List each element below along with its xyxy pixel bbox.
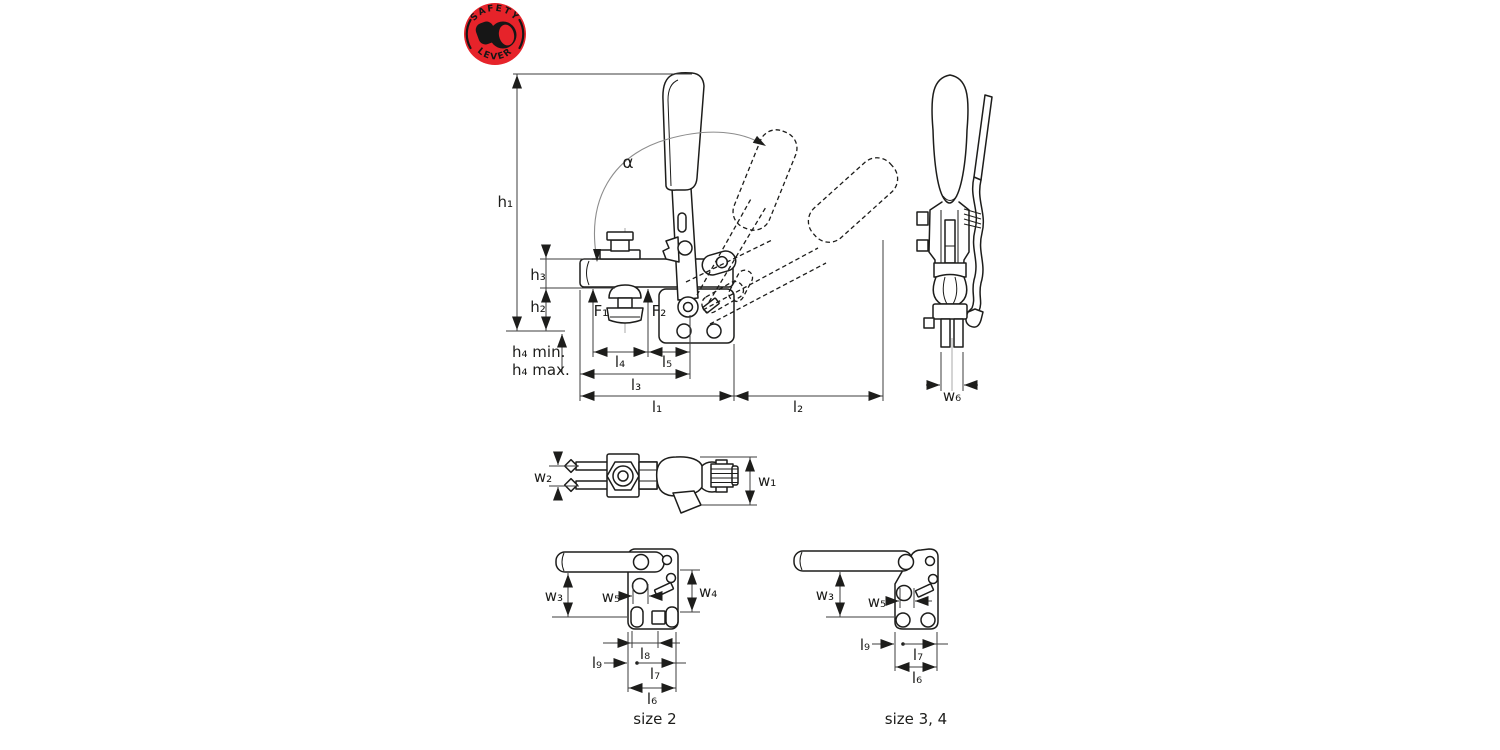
dim-label-f2: F₂ [652,302,667,320]
top-mid-bars-shape [638,461,658,490]
spring-shape [963,208,982,229]
dim-label-w6: w₆ [943,387,961,405]
dim-label-s2-l7: l₇ [650,665,660,683]
handle-open-position-2 [685,157,899,325]
dim-label-l3: l₃ [631,376,641,394]
dashed-link-shapes [701,269,754,314]
size2-holes [630,553,679,628]
spindle-foot-shape [606,284,644,324]
size2-dim-w4 [680,569,700,613]
size2-dim-w3 [552,573,627,618]
front-grip-shape [931,74,969,204]
badge-left-arc [465,18,472,50]
dim-label-h1: h₁ [497,193,513,211]
force-arrows [588,289,653,303]
safety-tab-shape [672,490,702,514]
safety-lever-badge: SAFETY LEVER [464,3,526,65]
top-view: w₂ w₁ [534,451,776,514]
badge-bottom-label: LEVER [475,46,515,62]
main-extension-lines [506,73,884,401]
dim-label-s2-l6: l₆ [647,690,657,708]
dim-label-s2-w4: w₄ [699,583,717,601]
size34-arm-shape [793,550,913,572]
handle-open-position-1 [696,129,798,303]
dim-label-f1: F₁ [594,302,609,320]
lever-strap-shape [662,187,699,301]
alpha-arc [593,131,766,262]
dim-label-l5: l₅ [662,353,672,371]
dim-label-s2-w3: w₃ [545,587,563,605]
size34-dim-w5 [885,588,932,608]
dim-w6 [926,338,978,391]
dim-label-h4-max: h₄ max. [512,361,570,379]
front-view: w₆ [916,74,993,405]
dim-label-l1: l₁ [652,398,662,416]
dim-label-l2: l₂ [793,398,803,416]
toggle-link-shape [701,250,737,276]
lever-hook-shape [965,308,984,328]
knob-icon [475,21,517,49]
base-size34-view: w₃ w₅ l₉ l₇ l₆ size 3, 4 [793,548,948,728]
dim-label-s2-w5: w₅ [602,588,620,606]
dim-label-s34-w5: w₅ [868,593,886,611]
dim-label-w2: w₂ [534,468,552,486]
dim-label-s34-w3: w₃ [816,586,834,604]
size34-dim-l9-l7 [872,632,948,671]
top-lever-block-shape [710,459,739,493]
dim-label-s2-l9: l₉ [592,654,602,672]
pivot-boss-shape [677,296,699,318]
base-size2-view: w₃ w₄ w₅ l₈ [545,548,717,728]
size34-dim-w3 [826,572,894,618]
handle-grip-shape [662,72,705,191]
dim-label-alpha: α [622,153,633,173]
badge-right-arc [518,18,525,50]
clamp-screw-shape [599,231,641,260]
size2-caption: size 2 [633,710,676,728]
dim-label-h2: h₂ [530,298,546,316]
safety-lever-rod-shape [965,94,993,328]
size34-caption: size 3, 4 [885,710,947,728]
hex-nut-shape [606,453,640,498]
base-plate-shape [658,288,735,344]
dim-label-s34-l6: l₆ [912,669,922,687]
dim-label-s34-l9: l₉ [860,636,870,654]
dim-label-h3: h₃ [530,266,546,284]
dim-label-h4-min: h₄ min. [512,343,565,361]
dim-w2 [549,451,579,501]
dim-w1 [700,456,757,506]
size2-dim-l8 [603,631,680,648]
size2-dim-l9-l7 [604,632,686,692]
dim-label-w1: w₁ [758,472,776,490]
size2-dim-w5 [618,584,663,604]
main-side-view: α h₁ h₃ h₂ [497,72,899,416]
dim-label-l4: l₄ [615,353,625,371]
top-grip-shape [655,456,703,497]
dim-label-s2-l8: l₈ [640,645,650,663]
front-body-shape [916,201,970,348]
dim-label-s34-l7: l₇ [913,646,923,664]
